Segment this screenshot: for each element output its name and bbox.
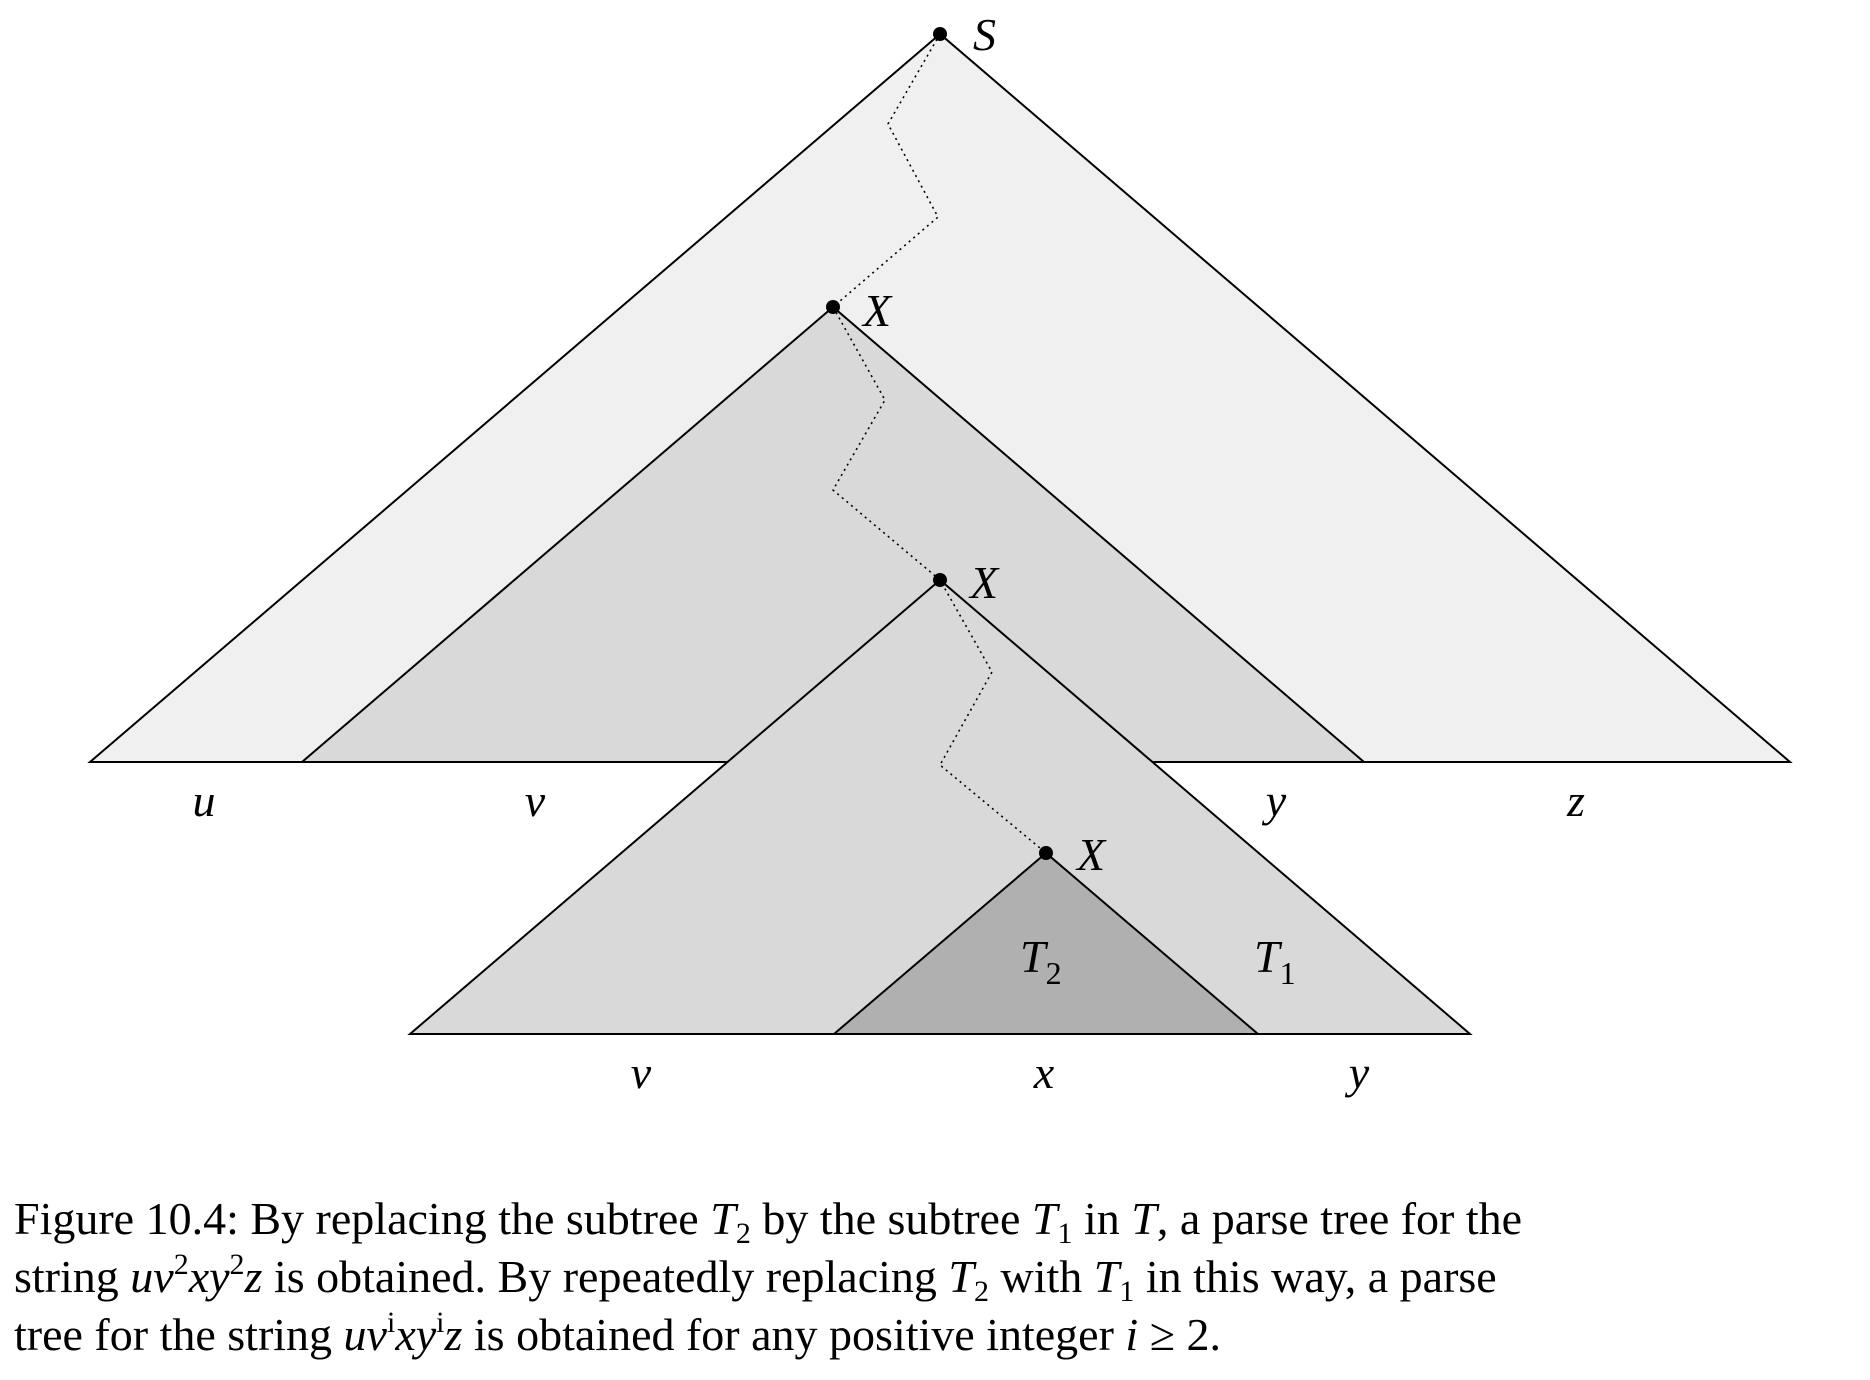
caption-line-1: Figure 10.4: By replacing the subtree T2… (14, 1193, 1523, 1250)
yield-y-bottom-label: y (1345, 1047, 1370, 1098)
yield-v-top-label: v (525, 775, 546, 826)
x-lower-label: X (1075, 829, 1107, 880)
x-upper-label: X (861, 285, 893, 336)
x-middle-label: X (968, 557, 1000, 608)
yield-y-top-label: y (1262, 775, 1287, 826)
yield-z-label: z (1566, 775, 1585, 826)
root-label: S (973, 9, 996, 60)
x-lower-node-dot (1039, 846, 1053, 860)
root-node-dot (933, 27, 947, 41)
subtree-t2-triangle (831, 851, 1261, 1035)
t1-label: T1 (1254, 931, 1296, 991)
caption-line-2: string uv2xy2z is obtained. By repeatedl… (14, 1248, 1497, 1308)
yield-v-bottom-label: v (631, 1047, 652, 1098)
x-upper-node-dot (826, 300, 840, 314)
yield-x-label: x (1033, 1047, 1055, 1098)
figure-caption: Figure 10.4: By replacing the subtree T2… (14, 1190, 1860, 1364)
caption-line-3: tree for the string uvixyiz is obtained … (14, 1306, 1221, 1361)
x-middle-node-dot (933, 573, 947, 587)
derivation-path (831, 33, 1047, 854)
t2-label: T2 (1020, 931, 1062, 991)
parse-tree-diagram: S X X X T2 T1 u v y z v x y (87, 9, 1793, 1098)
yield-u-label: u (193, 775, 216, 826)
